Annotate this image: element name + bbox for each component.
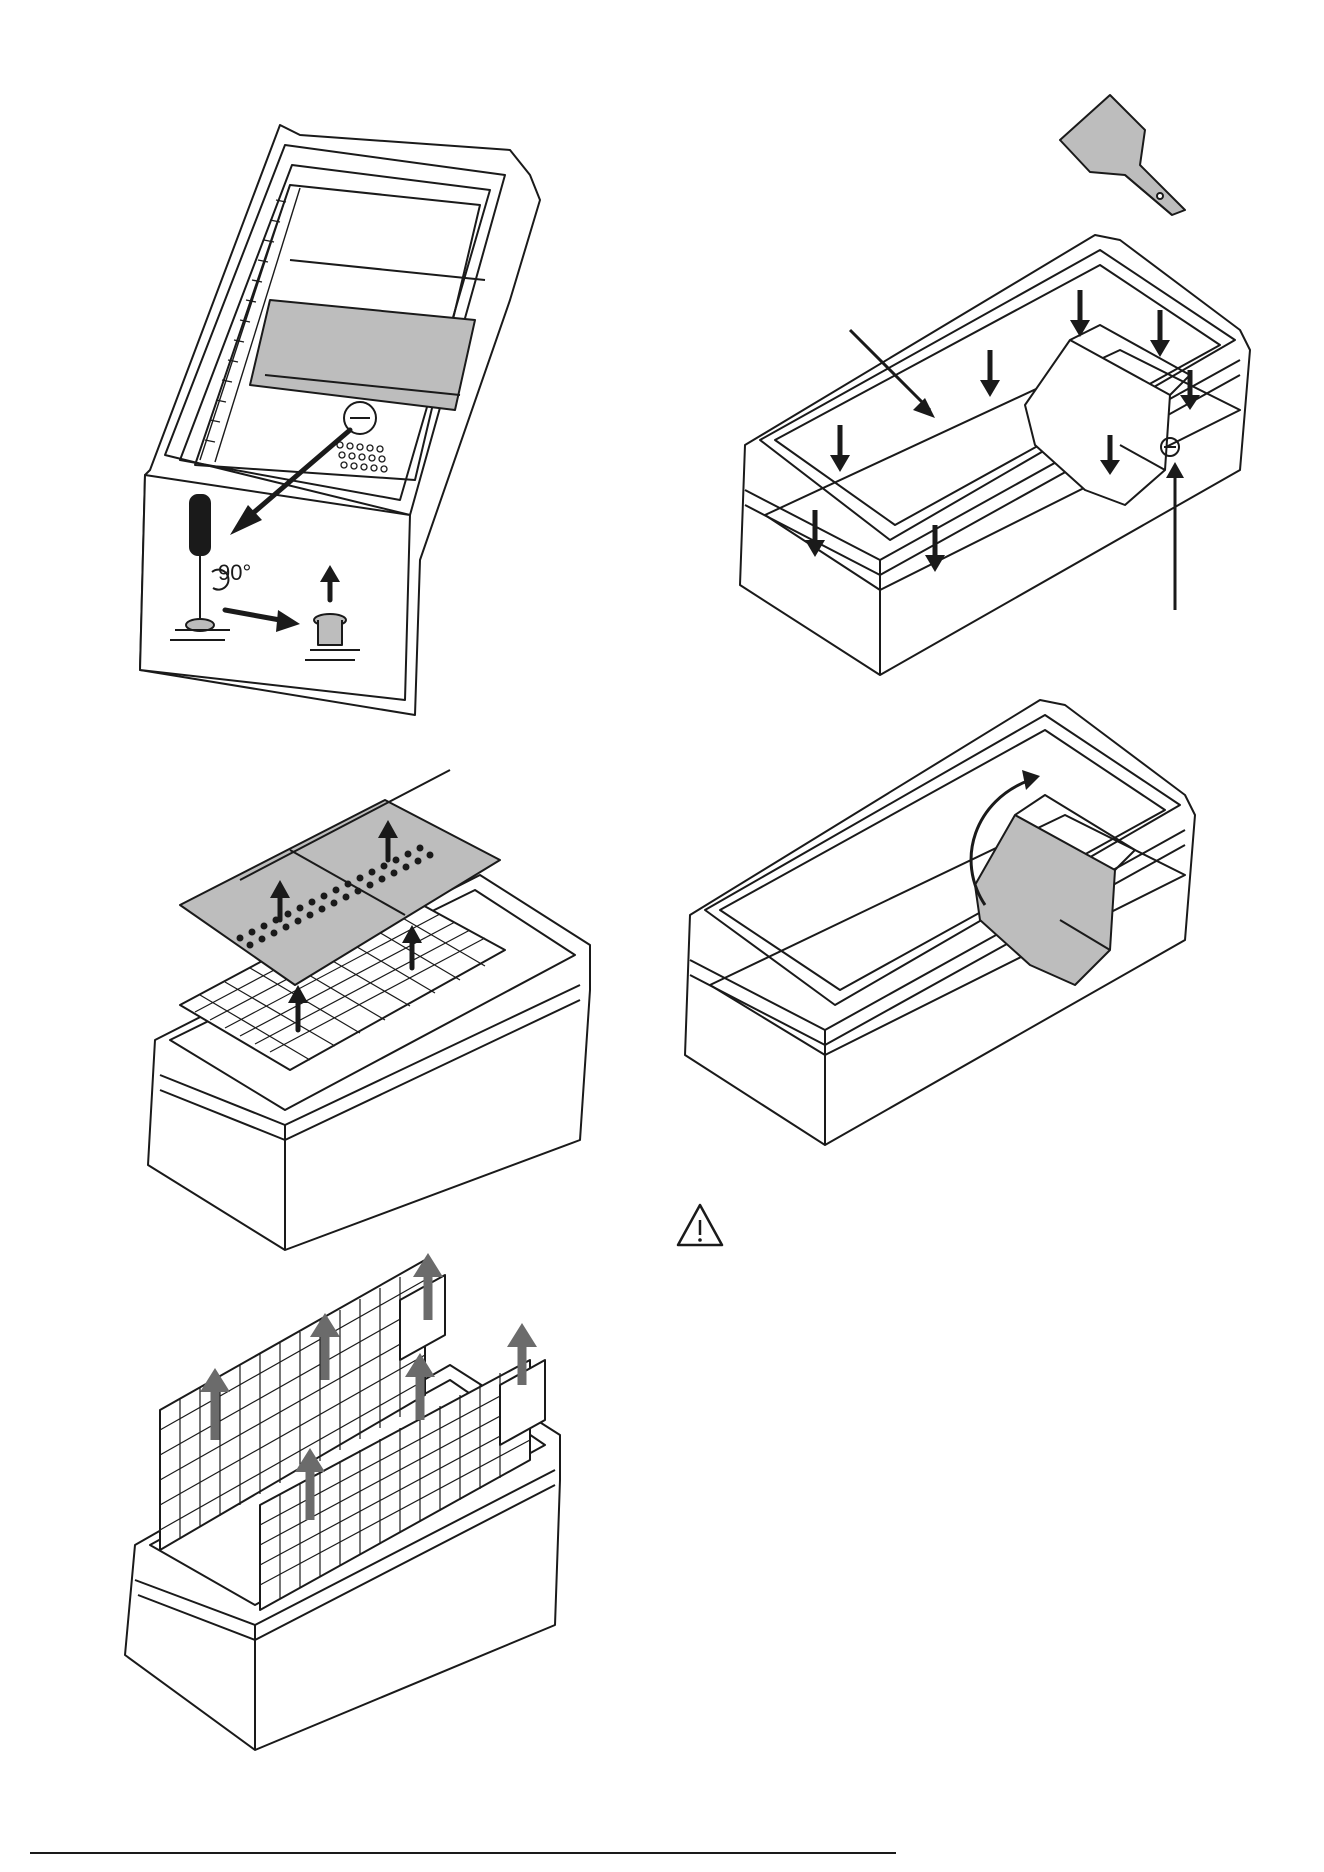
footer-rule: [30, 1852, 896, 1854]
